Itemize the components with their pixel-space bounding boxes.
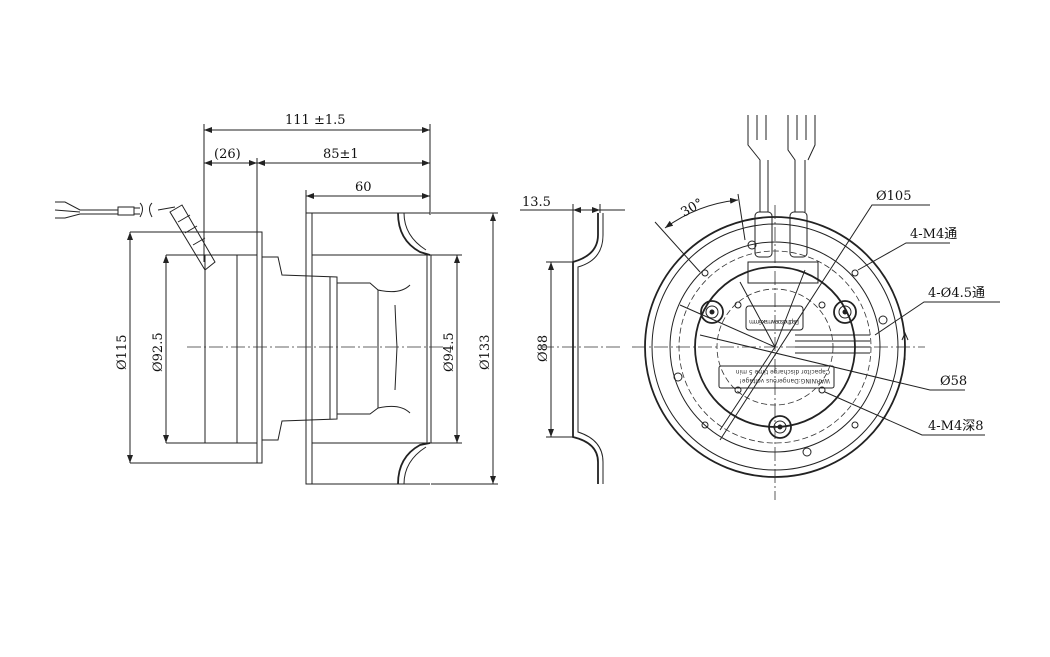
depth-label-text: Depth of screw max.6 mm (749, 318, 799, 325)
pcd-outer-label: Ø105 (876, 189, 911, 204)
mounting-flange (256, 231, 263, 464)
motor-body (262, 256, 338, 441)
rotation-arrow-icon (901, 331, 909, 360)
dim-impeller-diameter-label: Ø133 (478, 335, 493, 370)
depth-label-plate: Depth of screw max.6 mm (745, 305, 804, 331)
impeller-shroud (397, 212, 431, 485)
threaded-blind-label: 4-M4深8 (928, 419, 984, 434)
holes (673, 240, 888, 457)
mounting-bosses (700, 300, 857, 439)
dim-ring-diameter-label: Ø88 (536, 335, 551, 362)
warning-label-plate: WARNING:Dangerous voltage! Capacitor dis… (718, 365, 835, 389)
vent-slots (795, 334, 870, 354)
dim-back-diameter-label: Ø92.5 (151, 332, 166, 372)
front-view: Depth of screw max.6 mm WARNING:Dangerou… (632, 115, 1000, 500)
dim-impeller-width-label: 60 (355, 180, 372, 195)
motor-back (204, 254, 258, 444)
cable (54, 201, 216, 271)
dim-overall-length-label: 111 ±1.5 (285, 113, 346, 128)
dim-ring-thickness-label: 13.5 (522, 195, 551, 210)
lead-wires (747, 115, 819, 284)
pcd-inner-label: Ø58 (940, 374, 967, 389)
side-view: 111 ±1.5 (26) 85±1 60 (54, 113, 498, 485)
inlet-ring-view: 13.5 Ø88 (520, 195, 625, 484)
threaded-through-label: 4-M4通 (910, 227, 957, 242)
impeller-inlet-ring (305, 212, 313, 485)
holes-through-label: 4-Ø4.5通 (928, 286, 985, 301)
dim-body-length-label: 85±1 (323, 147, 359, 162)
dim-flange-diameter-label: Ø115 (115, 335, 130, 370)
dim-back-depth-label: (26) (214, 147, 241, 162)
warning-label-line-2: Capacitor discharge time 5 min (735, 368, 830, 375)
dim-inlet-diameter-label: Ø94.5 (442, 332, 457, 372)
inlet-ring-profile (572, 213, 599, 484)
warning-label-line-1: WARNING:Dangerous voltage! (739, 377, 830, 384)
